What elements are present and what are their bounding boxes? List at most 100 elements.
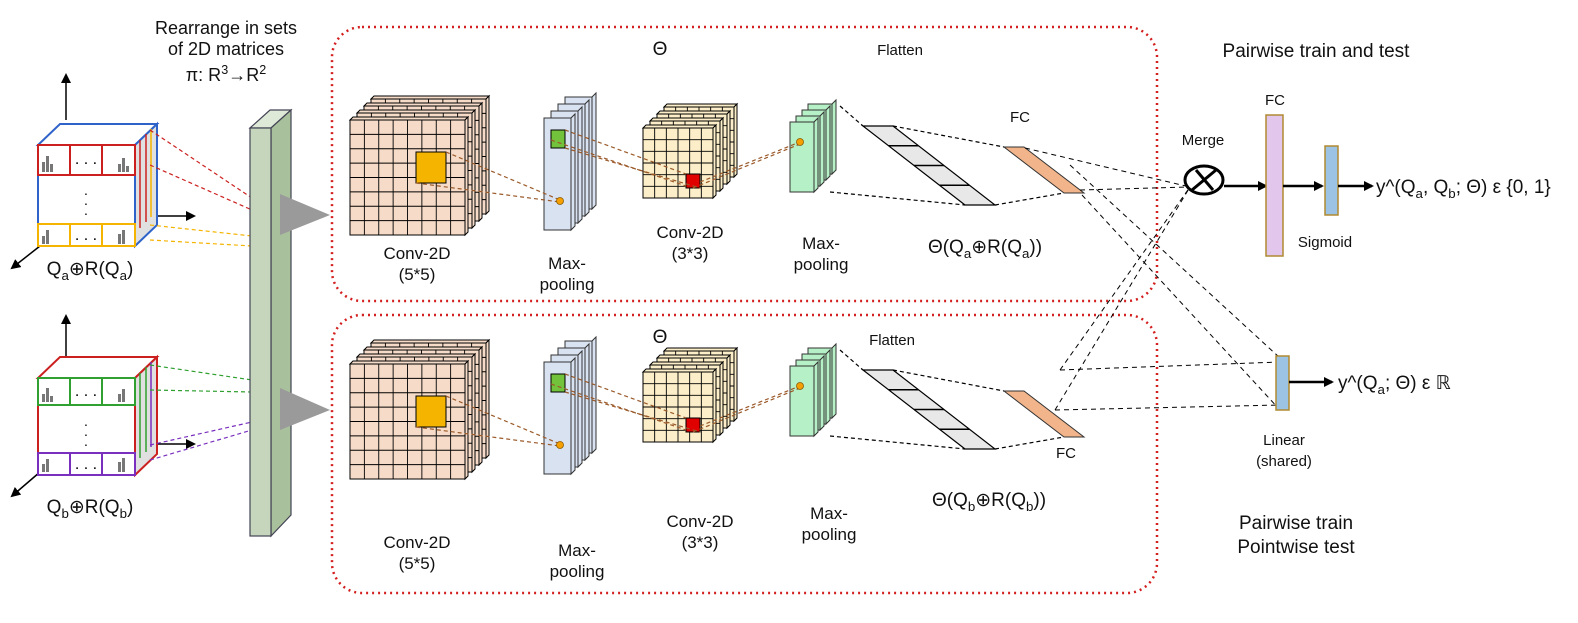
branch-top-link-k: [994, 192, 1065, 206]
pointwise-output-prefix: y^(Q: [1338, 373, 1378, 394]
sigmoid-label: Sigmoid: [1297, 234, 1353, 251]
branch-bottom-pool1-line2: pooling: [549, 562, 605, 581]
branch-bottom-fc-bar: [1002, 390, 1086, 438]
input-b-op: ⊕R(Q: [68, 497, 120, 518]
merge-fc-label: FC: [1265, 92, 1285, 109]
branch-bottom-conv1-line2: (5*5): [398, 554, 436, 573]
branch-bottom-pool2-line2: pooling: [801, 525, 857, 544]
rearrange-line2: of 2D matrices: [167, 39, 285, 59]
branch-top-pool1-line2: pooling: [539, 275, 595, 294]
pointwise-output-label: y^(Qa; Θ) ε ℝ: [1338, 372, 1518, 402]
branch-top-pool2-label: Max- pooling: [776, 233, 866, 275]
svg-text:. . .: . . .: [75, 456, 97, 473]
svg-text:.: .: [84, 202, 88, 218]
linear-line2: (shared): [1256, 453, 1312, 470]
branch-bottom-layers: [348, 335, 1086, 481]
branch-bottom-link-b: [415, 426, 561, 447]
cube-to-slab-lines: [149, 129, 253, 461]
merge-fc-layer: [1265, 114, 1284, 257]
branch-top-conv2-stack: [641, 102, 739, 200]
input-b-label: Qb⊕R(Qb): [20, 496, 160, 526]
linear-label: Linear (shared): [1244, 430, 1324, 472]
svg-text:. . .: . . .: [75, 151, 97, 168]
sigmoid-layer: [1324, 145, 1339, 216]
branch-bottom-conv2-label: Conv-2D (3*3): [645, 511, 755, 553]
branch-bottom-fc-label: FC: [1056, 445, 1076, 462]
branch-top-link-i: [829, 191, 966, 206]
branch-bottom-conv1-stack: [348, 338, 491, 481]
branch-bottom-border: [330, 313, 1159, 595]
svg-text:.: .: [84, 423, 88, 439]
branch-bottom-link-i: [829, 435, 966, 450]
branch-top-pool2-line2: pooling: [793, 255, 849, 274]
input-cube-b: . . . . . . . . .: [10, 314, 196, 498]
pairwise-output-label: y^(Qa, Qb; Θ) ε {0, 1}: [1376, 176, 1576, 206]
branch-bottom-conv2-line2: (3*3): [681, 533, 719, 552]
branch-bottom-link-g: [692, 387, 801, 433]
rearrange-map-mid: →R: [228, 65, 260, 85]
input-a-close: ): [127, 259, 134, 280]
branch-top-layers: [348, 91, 1086, 237]
branch-bottom-link-e: [550, 383, 687, 431]
branch-top-pool1-stack: [543, 91, 597, 232]
branch-bottom-link-h: [839, 349, 864, 371]
pairwise-title: Pairwise train and test: [1222, 41, 1410, 62]
branch-bottom-output-close: )): [1033, 490, 1047, 511]
branch-top-theta: Θ: [652, 39, 668, 60]
branch-bottom-link-k: [994, 436, 1065, 450]
branch-top-link-c: [564, 129, 687, 175]
branch-top-pool2-stack: [789, 98, 837, 194]
pairwise-output-mid: , Q: [1422, 177, 1449, 198]
branch-bottom-conv1-line1: Conv-2D: [383, 533, 451, 552]
branch-top-link-h: [839, 105, 864, 127]
branch-top-conv1-line1: Conv-2D: [383, 244, 451, 263]
pairwise-output-sub2: b: [1448, 185, 1456, 201]
pairwise-output-close: ; Θ) ε {0, 1}: [1455, 177, 1551, 198]
branch-top-conv1-stack: [348, 94, 491, 237]
svg-text:.: .: [84, 182, 88, 198]
input-b-close: ): [127, 497, 134, 518]
branch-bottom-output-sub2: b: [1025, 498, 1034, 514]
branch-bottom-output-label: Θ(Qb⊕R(Qb)): [914, 489, 1064, 519]
input-a-q: Q: [46, 259, 62, 280]
branch-bottom-pool1-label: Max- pooling: [532, 540, 622, 582]
input-a-r-sub: a: [119, 267, 127, 283]
branch-bottom-output-sub1: b: [967, 498, 976, 514]
branch-top-link-b: [415, 182, 561, 203]
branch-top-output-sub2: a: [1021, 245, 1030, 261]
linear-line1: Linear: [1263, 432, 1305, 449]
branch-top-link-g: [692, 143, 801, 189]
svg-text:.: .: [84, 433, 88, 449]
branch-top-pool1-line1: Max-: [548, 254, 586, 273]
branch-bottom-output-mid: ⊕R(Q: [975, 490, 1026, 511]
branch-bottom-pool2-stack: [789, 342, 837, 438]
branch-bottom-flatten-label: Flatten: [869, 332, 915, 349]
pairwise-output-sub1: a: [1415, 185, 1423, 201]
input-a-op: ⊕R(Q: [68, 259, 120, 280]
branch-top-conv1-line2: (5*5): [398, 265, 436, 284]
branch-bottom-conv1-label: Conv-2D (5*5): [362, 532, 472, 574]
branch-bottom-link-j: [892, 369, 1005, 392]
branch-top-fc-label: FC: [1010, 109, 1030, 126]
branch-top-fc-bar: [1002, 146, 1086, 194]
input-b-r-sub: b: [119, 505, 127, 521]
branch-top-border: [330, 25, 1159, 303]
branch-top-pool2-dot: [796, 138, 804, 146]
branch-bottom-conv2-line1: Conv-2D: [666, 512, 734, 531]
branch-top-conv1-label: Conv-2D (5*5): [362, 243, 472, 285]
branch-top-pool1-dot: [556, 197, 564, 205]
rearrange-map-prefix: π: R: [185, 65, 222, 85]
branch-bottom-theta: Θ: [652, 327, 668, 348]
pointwise-title-line1: Pairwise train: [1238, 513, 1354, 534]
branch-bottom-pool1-line1: Max-: [558, 541, 596, 560]
branch-bottom-pool1-dot: [556, 441, 564, 449]
branch-bottom-pool2-line1: Max-: [810, 504, 848, 523]
merge-label: Merge: [1181, 132, 1225, 149]
svg-text:.: .: [84, 192, 88, 208]
branch-bottom-conv2-stack: [641, 346, 739, 444]
rearrange-line1: Rearrange in sets: [154, 18, 298, 38]
branch-top-pool2-line1: Max-: [802, 234, 840, 253]
svg-text:. . .: . . .: [75, 227, 97, 244]
pairwise-output-prefix: y^(Q: [1376, 177, 1416, 198]
